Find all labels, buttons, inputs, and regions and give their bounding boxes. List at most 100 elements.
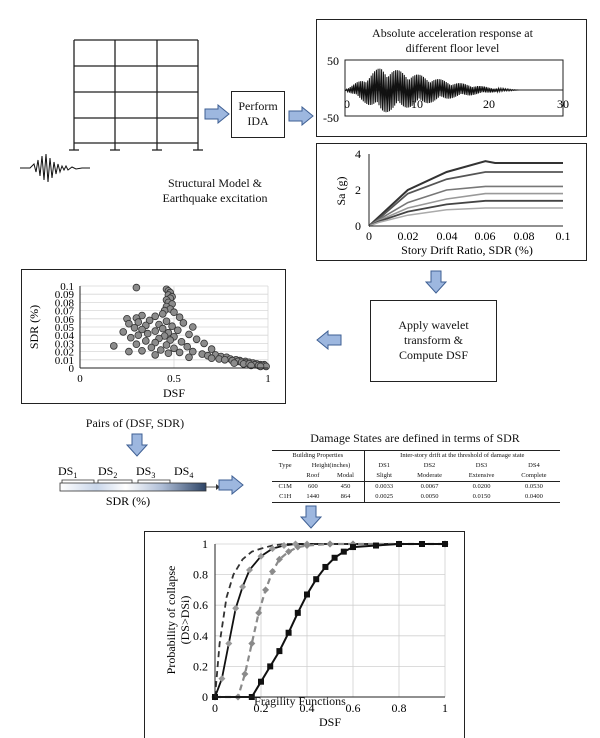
ds2-label: DS2 <box>98 464 117 480</box>
fragility-x-tick: 1 <box>442 701 448 715</box>
scatter-point <box>127 333 135 342</box>
fragility-marker <box>280 542 288 550</box>
scatter-point <box>175 313 184 321</box>
fragility-y-tick: 0.6 <box>193 598 208 612</box>
scatter-point <box>170 344 178 353</box>
scatter-point <box>183 342 192 351</box>
ida-y-tick: 4 <box>355 147 361 161</box>
fragility-marker <box>232 604 240 612</box>
acc-x-tick: 0 <box>344 97 350 111</box>
scatter-point <box>134 318 143 326</box>
scatter-point <box>200 339 208 348</box>
ida-x-tick: 0.08 <box>514 229 535 243</box>
fragility-y-tick: 0 <box>202 690 208 704</box>
ds1-label: DS1 <box>58 464 77 480</box>
acceleration-chart-title: Absolute acceleration response at differ… <box>372 26 533 55</box>
scatter-y-tick: 0.02 <box>55 347 74 359</box>
fragility-x-tick: 0.2 <box>254 701 269 715</box>
scatter-point <box>143 329 152 338</box>
table-header <box>272 471 299 482</box>
fragility-marker <box>326 540 334 548</box>
scatter-point <box>151 327 160 335</box>
table-header: Modal <box>327 471 365 482</box>
scatter-point <box>147 343 156 352</box>
fragility-marker <box>239 583 247 591</box>
fragility-y-tick: 0.8 <box>193 568 208 582</box>
scatter-point <box>157 346 165 354</box>
fragility-curve <box>214 543 445 698</box>
scatter-y-tick: 0.1 <box>60 281 74 293</box>
fragility-marker <box>340 548 347 555</box>
wavelet-line1: Apply wavelet <box>398 318 469 332</box>
scatter-point <box>151 312 160 321</box>
fragility-marker <box>313 576 320 583</box>
acceleration-chart: 50 -50 0 10 20 30 <box>323 54 569 125</box>
ida-curve <box>368 207 563 227</box>
scatter-point <box>134 331 143 339</box>
structural-model-label: Structural Model & Earthquake excitation <box>162 176 268 205</box>
acc-y-tick: 50 <box>327 54 339 68</box>
scatter-point <box>168 322 176 330</box>
scatter-point <box>185 353 193 362</box>
flow-arrow-down <box>425 270 447 294</box>
fragility-marker <box>269 568 276 576</box>
scatter-point <box>132 283 141 292</box>
fragility-marker <box>246 566 253 574</box>
flow-arrow-right <box>204 104 230 124</box>
damage-bar-xlabel: SDR (%) <box>106 494 150 508</box>
fragility-marker <box>285 629 292 636</box>
table-header: Type <box>278 462 292 469</box>
fragility-x-tick: 0.4 <box>300 701 315 715</box>
acc-y-tick: -50 <box>323 111 339 125</box>
scatter-point <box>170 308 178 316</box>
ida-x-tick: 0 <box>366 229 372 243</box>
fragility-marker <box>258 678 264 685</box>
scatter-y-tick: 0.04 <box>55 330 75 342</box>
fragility-x-label: DSF <box>319 715 341 729</box>
scatter-point <box>162 341 171 349</box>
scatter-x-tick: 1 <box>265 373 271 385</box>
scatter-point <box>151 351 160 359</box>
acc-x-tick: 10 <box>411 97 423 111</box>
scatter-x-tick: 0 <box>77 373 83 385</box>
scatter-point <box>130 323 139 332</box>
fragility-marker <box>255 609 263 617</box>
fragility-x-tick: 0.6 <box>346 701 361 715</box>
scatter-point <box>125 347 133 356</box>
ida-x-label: Story Drift Ratio, SDR (%) <box>401 243 533 257</box>
scatter-point <box>185 330 193 339</box>
ida-y-tick: 0 <box>355 219 361 233</box>
flow-arrow-left <box>316 330 342 350</box>
fragility-marker <box>262 586 270 594</box>
earthquake-signal <box>20 153 90 183</box>
fragility-marker <box>241 670 249 678</box>
fragility-marker <box>285 548 293 556</box>
fragility-marker <box>276 648 283 655</box>
table-header: DS3 <box>475 462 488 469</box>
wavelet-transform-box: Apply wavelet transform & Compute DSF <box>370 300 497 382</box>
scatter-point <box>145 316 154 325</box>
scatter-point <box>247 361 255 370</box>
fragility-marker <box>257 552 265 560</box>
scatter-point <box>230 359 239 367</box>
fragility-y-label-line2: (DS>DSi) <box>178 596 192 645</box>
fragility-x-tick: 0 <box>212 701 218 715</box>
fragility-marker <box>218 675 226 683</box>
fragility-marker <box>225 639 233 647</box>
scatter-point <box>158 324 167 333</box>
scatter-point <box>207 354 216 362</box>
fragility-marker <box>373 542 379 549</box>
scatter-y-tick: 0.09 <box>55 289 75 301</box>
perform-ida-box: Perform IDA <box>231 91 285 138</box>
fragility-marker <box>294 543 302 551</box>
scatter-y-tick: 0.05 <box>55 322 75 334</box>
scatter-point <box>110 342 118 350</box>
damage-table-title: Damage States are defined in terms of SD… <box>310 431 520 445</box>
fragility-y-tick: 0.2 <box>193 659 208 673</box>
ida-y-tick: 2 <box>355 183 361 197</box>
scatter-point <box>138 347 146 355</box>
structural-frame-drawing <box>20 39 203 183</box>
fragility-marker <box>248 639 256 647</box>
